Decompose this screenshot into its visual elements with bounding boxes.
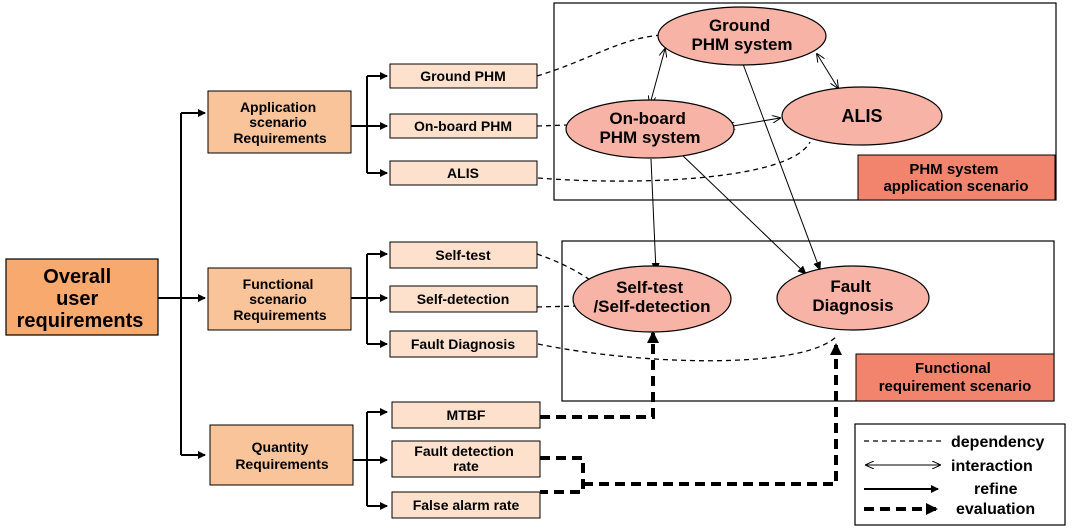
- svg-text:Self-test: Self-test: [435, 247, 491, 263]
- phm-scenario-frame: [553, 2, 1057, 201]
- functional-scenario-label: Functional requirement scenario: [855, 353, 1055, 402]
- legend-dependency-label: dependency: [951, 434, 1044, 451]
- svg-text:Ground PHM: Ground PHM: [420, 68, 506, 84]
- svg-text:On-board PHM: On-board PHM: [414, 118, 512, 134]
- svg-text:Fault Diagnosis: Fault Diagnosis: [812, 277, 893, 315]
- overall-requirements-node: Overall user requirements: [5, 258, 159, 336]
- svg-text:On-board PHM system: On-board PHM system: [599, 109, 700, 147]
- overall-requirements-label: Overall user requirements: [17, 266, 144, 332]
- legend: dependency interaction refine evaluation: [854, 423, 1066, 526]
- evaluation-links: [540, 331, 842, 494]
- leaf-false-alarm-rate: False alarm rate: [391, 491, 541, 519]
- legend-evaluation-label: evaluation: [956, 501, 1035, 518]
- leaf-fault-diagnosis: Fault Diagnosis: [389, 330, 538, 358]
- onboard-phm-system-node: On-board PHM system: [565, 99, 735, 159]
- svg-text:Fault detection rate: Fault detection rate: [414, 443, 517, 474]
- application-requirements-node: Application scenario Requirements: [207, 90, 352, 154]
- svg-text:Fault Diagnosis: Fault Diagnosis: [411, 336, 515, 352]
- svg-text:ALIS: ALIS: [841, 106, 882, 126]
- functional-requirements-node: Functional scenario Requirements: [207, 267, 352, 331]
- leaf-self-test: Self-test: [389, 241, 538, 269]
- leaf-onboard-phm: On-board PHM: [389, 113, 538, 139]
- svg-text:MTBF: MTBF: [447, 407, 486, 423]
- svg-text:ALIS: ALIS: [447, 165, 479, 181]
- svg-text:Self-test /Self-detectio: Self-test /Self-detection: [593, 278, 710, 316]
- functional-scenario-frame: [561, 240, 1055, 402]
- ground-phm-system-node: Ground PHM system: [657, 6, 827, 66]
- legend-interaction-label: interaction: [951, 458, 1033, 475]
- selftest-selfdetection-node: Self-test /Self-detection: [572, 265, 732, 333]
- fault-diagnosis-node: Fault Diagnosis: [776, 265, 930, 331]
- interaction-links: [650, 49, 838, 275]
- leaf-self-detection: Self-detection: [389, 285, 538, 313]
- svg-text:False alarm rate: False alarm rate: [413, 497, 520, 513]
- leaf-ground-phm: Ground PHM: [389, 63, 538, 89]
- quantity-requirements-node: Quantity Requirements: [209, 424, 354, 486]
- refine-connectors: [158, 72, 388, 510]
- svg-text:Functional scenario: Functional scenario Requirements: [233, 276, 327, 323]
- alis-node: ALIS: [781, 86, 943, 146]
- svg-text:Application scenario: Application scenario Requirements: [233, 99, 327, 146]
- svg-text:Self-detection: Self-detection: [417, 291, 510, 307]
- svg-text:PHM system application s: PHM system application scenario: [883, 161, 1028, 195]
- svg-text:Functional requirement s: Functional requirement scenario: [879, 360, 1032, 395]
- leaf-fault-detection-rate: Fault detection rate: [391, 440, 541, 478]
- legend-refine-label: refine: [974, 481, 1018, 498]
- svg-text:Ground PHM system: Ground PHM system: [691, 16, 792, 54]
- phm-scenario-label: PHM system application scenario: [857, 154, 1056, 201]
- leaf-mtbf: MTBF: [391, 401, 541, 429]
- leaf-alis: ALIS: [389, 160, 538, 186]
- svg-text:Quantity Requirements: Quantity Requirements: [235, 439, 329, 472]
